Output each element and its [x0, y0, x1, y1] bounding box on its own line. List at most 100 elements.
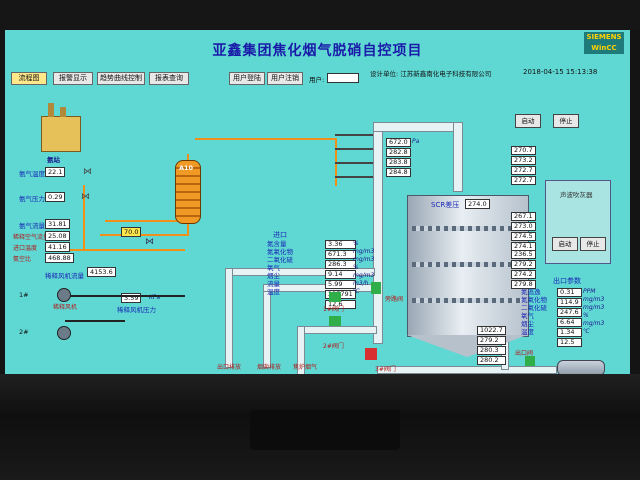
flue-pipe-left-2: [263, 284, 271, 368]
inlet-unit: mg/m3: [353, 272, 375, 279]
top-start-button[interactable]: 启动: [515, 114, 541, 128]
outlet-unit: mg/m3: [583, 296, 605, 303]
damper-2-label: 2#阀门: [323, 343, 344, 350]
company-label: 设计单位: 江苏新鑫南化电子科技有限公司: [370, 70, 492, 78]
right-value: 272.7: [511, 176, 536, 185]
ammonia-flow-value: 31.81: [45, 219, 70, 229]
datetime: 2018-04-15 15:13:38: [523, 68, 598, 76]
monitor-stand: [250, 410, 400, 450]
soot-blower-title: 声波吹灰器: [560, 191, 593, 199]
dilution-fan-flow-label: 稀释风机流量: [45, 272, 84, 280]
right-values-2: 267.1 273.0 274.5 274.1: [511, 212, 536, 252]
top-stop-button[interactable]: 停止: [553, 114, 579, 128]
pipe-value-3: 283.8: [386, 158, 411, 167]
fan-line: [65, 295, 185, 297]
damper-3-label: 3#阀门: [375, 366, 396, 373]
user-logout-button[interactable]: 用户注销: [267, 72, 303, 85]
tank-level-value: 70.0: [121, 227, 142, 237]
inlet-label: 烟尘: [267, 272, 280, 280]
fan-1-icon[interactable]: [57, 288, 71, 302]
damper-1-icon[interactable]: [329, 292, 341, 302]
outlet-label: 二氧化硫: [521, 304, 547, 312]
inlet-unit: ℃: [353, 288, 360, 295]
right-value: 272.7: [511, 166, 536, 175]
damper-2-icon[interactable]: [329, 316, 341, 326]
pipe-value-1: 672.0: [386, 138, 411, 147]
output-1-label: 出口排放: [217, 364, 242, 371]
valve-icon[interactable]: ⋈: [83, 167, 92, 177]
right-value: 273.2: [511, 156, 536, 165]
control-valve-icon[interactable]: ⋈: [145, 237, 154, 247]
right-value: 280.2: [477, 356, 506, 365]
right-value: 270.7: [511, 146, 536, 155]
outlet-unit: PPM: [583, 288, 596, 295]
nav-alarm-button[interactable]: 报警显示: [53, 72, 93, 85]
inlet-label: 氧气: [267, 264, 280, 272]
outlet-title: 出口参数: [553, 277, 581, 285]
right-value: 280.3: [477, 346, 506, 355]
outlet-unit: ℃: [583, 328, 590, 335]
ammonia-main-pipe: [195, 138, 335, 140]
outlet-pipe: [377, 366, 557, 374]
ammonia-station-label: 氨站: [47, 156, 60, 164]
ammonia-feed-pipe-3: [105, 220, 185, 222]
outlet-label: 氮逃逸: [521, 288, 541, 296]
flue-pipe-vertical: [373, 124, 383, 344]
catalyst-layer: [412, 298, 522, 303]
ammonia-pressure-label: 氨气压力: [19, 195, 45, 203]
monitor-bezel-top: [0, 0, 640, 30]
hmi-screen: 亚鑫集团焦化烟气脱硝自控项目 SIEMENS WinCC 流程图 报警显示 趋势…: [5, 30, 630, 374]
siemens-logo: SIEMENS WinCC: [584, 32, 624, 54]
right-value: 279.8: [511, 280, 536, 289]
outlet-value: 247.6: [557, 308, 582, 317]
dilution-air-value: 25.08: [45, 231, 70, 241]
fan-2-icon[interactable]: [57, 326, 71, 340]
inlet-label: 温度: [267, 288, 280, 296]
mix-pipe: [100, 234, 189, 236]
ammonia-pressure-value: 0.29: [45, 192, 66, 202]
catalyst-layer: [412, 226, 522, 231]
factory-icon: [41, 103, 81, 152]
ammonia-flow-label: 氨气流量: [19, 222, 45, 230]
nav-flow-chart-button[interactable]: 流程图: [11, 72, 47, 85]
right-value: 267.1: [511, 212, 536, 221]
dilution-fan-pressure-value: 3.59: [121, 293, 142, 303]
scr-reactor: [407, 195, 529, 337]
bypass-pipe-down: [297, 326, 305, 374]
inlet-value: 286.3: [325, 260, 356, 269]
right-value: 274.5: [511, 232, 536, 241]
dilution-air-label: 稀释空气流量: [13, 234, 50, 241]
inlet-value: 9.14: [325, 270, 356, 279]
catalyst-layer: [412, 262, 522, 267]
brand-top-text: SIEMENS: [586, 33, 622, 41]
soot-stop-button[interactable]: 停止: [580, 237, 606, 251]
dilution-fan-flow-value: 4153.6: [87, 267, 116, 277]
pipe-values: 672.0 282.8 283.8 284.8: [386, 138, 411, 178]
valve-icon[interactable]: ⋈: [81, 192, 90, 202]
inlet-value: 671.3: [325, 250, 356, 259]
fan-line-2: [65, 320, 125, 322]
right-value: 1022.7: [477, 326, 506, 335]
scr-pressure-label: SCR差压: [431, 201, 460, 209]
branch-line-1: [335, 134, 373, 136]
inlet-label: 氮含量: [267, 240, 287, 248]
pressure-unit: KPa: [149, 294, 161, 301]
nav-trend-button[interactable]: 趋势曲线控制: [97, 72, 145, 85]
output-3-label: 焦炉烟气: [293, 364, 318, 371]
bypass-damper-label: 旁路阀: [385, 296, 404, 303]
nav-report-button[interactable]: 报表查询: [149, 72, 189, 85]
heat-exchanger-icon: [557, 360, 605, 374]
bypass-pipe: [297, 326, 377, 334]
ammonia-temp-label: 氨气温度: [19, 170, 45, 178]
damper-3-icon[interactable]: [365, 348, 377, 360]
ammonia-tank-icon: [175, 160, 201, 224]
outlet-damper-icon[interactable]: [525, 356, 535, 366]
right-values-4: 1022.7 279.2 280.3 280.2: [477, 326, 506, 366]
inlet-unit: %: [353, 264, 359, 271]
ammonia-air-ratio-value: 468.88: [45, 253, 74, 263]
soot-start-button[interactable]: 启动: [552, 237, 578, 251]
user-field[interactable]: [327, 73, 359, 83]
bypass-damper-icon[interactable]: [371, 282, 381, 294]
right-value: 273.0: [511, 222, 536, 231]
user-login-button[interactable]: 用户登陆: [229, 72, 265, 85]
